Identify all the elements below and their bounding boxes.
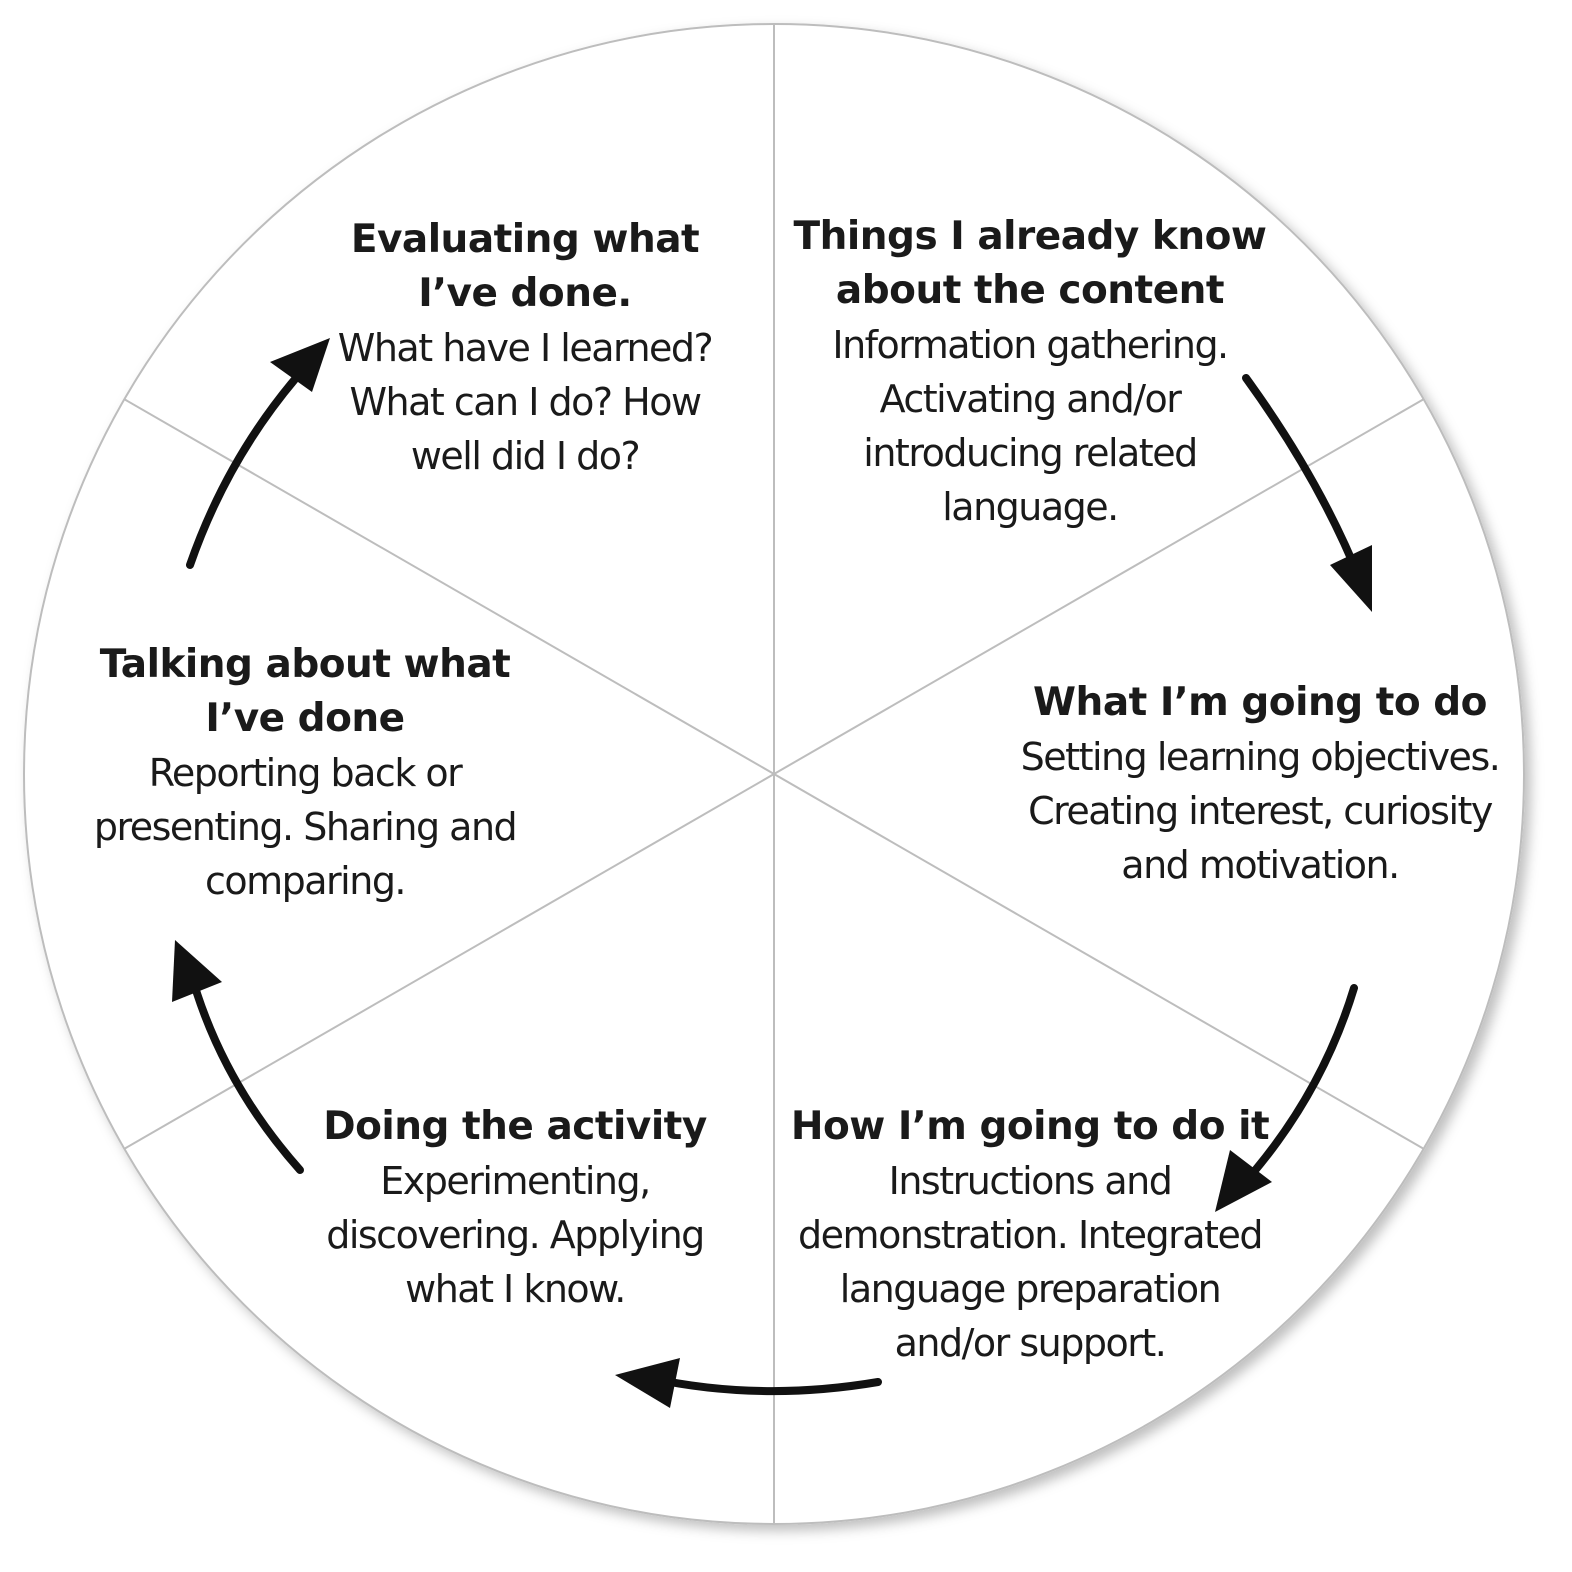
segment-title: What I’m going to do [1033,680,1487,725]
curved-arrow-icon [615,1358,882,1408]
segment-title: Doing the activity [323,1104,707,1149]
segment-dividers [123,24,1425,1524]
curved-arrow-icon [1215,984,1358,1212]
segment-method: How I’m going to do it Instructions and … [790,1100,1270,1370]
segment-title: How I’m going to do it [790,1104,1270,1149]
segment-title: Things I already know about the content [793,214,1267,313]
segment-activity: Doing the activity Experimenting, discov… [310,1100,720,1316]
segment-reporting: Talking about what I’ve done Reporting b… [80,638,530,908]
segment-prior-knowledge: Things I already know about the content … [790,210,1270,534]
segment-description: Instructions and demonstration. Integrat… [798,1159,1263,1365]
curved-arrow-icon [186,338,330,569]
curved-arrow-icon [172,940,304,1174]
segment-evaluation: Evaluating what I’ve done. What have I l… [320,213,730,483]
segment-description: Setting learning objectives. Creating in… [1020,735,1501,887]
segment-description: What have I learned? What can I do? How … [337,326,714,478]
segment-title: Talking about what I’ve done [99,642,511,741]
cycle-arrows [172,338,1372,1408]
curved-arrow-icon [1242,374,1372,612]
segment-title: Evaluating what I’ve done. [350,217,700,316]
divider-line [123,398,1425,1150]
segment-description: Experimenting, discovering. Applying wha… [326,1159,705,1311]
segment-description: Information gathering. Activating and/or… [832,323,1229,529]
segment-planning: What I’m going to do Setting learning ob… [1010,676,1510,892]
segment-description: Reporting back or presenting. Sharing an… [93,751,518,903]
